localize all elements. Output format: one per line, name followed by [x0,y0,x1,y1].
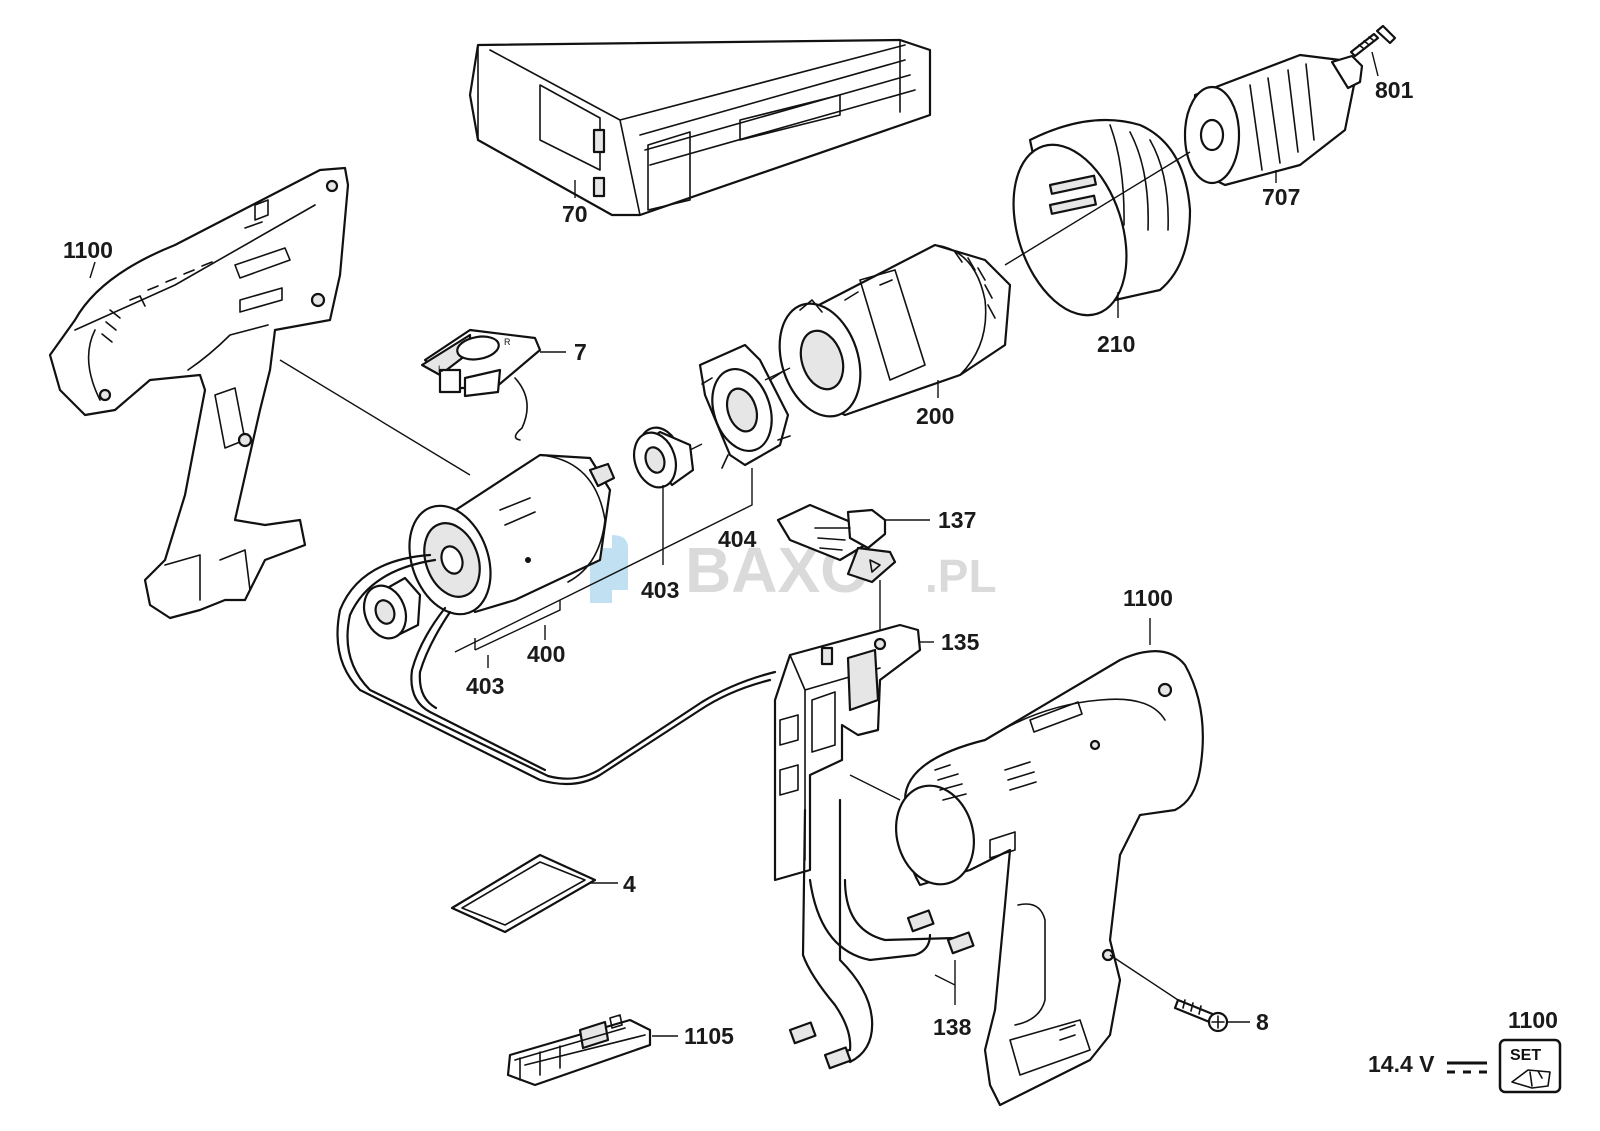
label-801: 801 [1375,77,1414,103]
connector-end-a [788,1021,817,1045]
bearing-403-lower [362,576,422,640]
label-707: 707 [1262,184,1300,210]
housing-left-1100 [48,166,350,620]
connector-end-b [823,1046,852,1070]
svg-text:L: L [438,364,443,374]
motor-400 [408,453,616,616]
label-135: 135 [941,629,980,655]
label-70: 70 [562,201,588,227]
label-403-upper: 403 [641,577,679,603]
label-404: 404 [718,526,757,552]
ring-gear-404 [698,343,791,469]
carry-case [468,38,932,217]
gearbox-200 [778,243,1012,418]
gear-cover-210 [1012,118,1192,317]
switch-lever-137 [776,503,897,584]
label-plate-4 [450,853,597,934]
label-200: 200 [916,403,954,429]
label-137: 137 [938,507,976,533]
set-icon: SET [1498,1038,1562,1094]
connector-138-a [906,909,935,933]
dc-symbol-icon [1447,1061,1487,1074]
label-138: 138 [933,1014,972,1040]
watermark: BAXO .PL [552,534,997,606]
label-1100-left: 1100 [63,237,113,263]
svg-text:R: R [504,337,511,347]
switch-7: R L [420,328,542,441]
label-1100-set: 1100 [1508,1007,1558,1033]
watermark-suffix: .PL [925,550,997,602]
label-8: 8 [1256,1009,1269,1035]
label-1105: 1105 [684,1023,734,1049]
label-210: 210 [1097,331,1135,357]
watermark-logo-icon [552,535,628,603]
battery-clip-1105 [506,1014,652,1087]
label-1100-right: 1100 [1123,585,1173,611]
chuck-707 [1183,53,1364,187]
housing-right-1100 [894,650,1204,1107]
bearing-403-upper [633,426,695,489]
label-4: 4 [623,871,636,897]
switch-unit-135 [773,623,922,882]
connector-138-b [946,931,975,955]
voltage-text: 14.4 V [1368,1051,1435,1077]
label-7: 7 [574,339,587,365]
set-badge-text: SET [1510,1047,1541,1064]
screw-801 [1349,24,1397,58]
label-400: 400 [527,641,565,667]
label-403-lower: 403 [466,673,504,699]
screw-8 [1173,998,1229,1033]
